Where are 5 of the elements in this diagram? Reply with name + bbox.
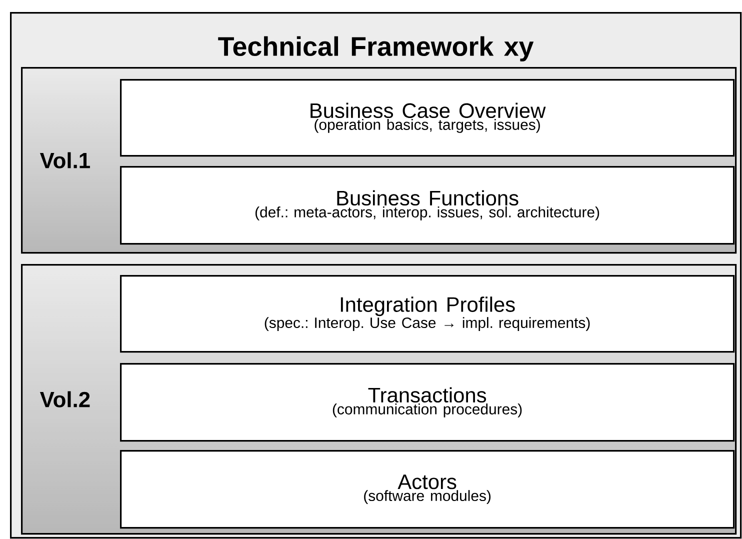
section-box: Business Case Overview (operation basics, targets, issues) <box>120 79 735 157</box>
section-box: Business Functions (def.: meta-actors, interop. issues, sol. architecture) <box>120 166 735 245</box>
section-box: Integration Profiles (spec.: Interop. Use Case → impl. requirements) <box>120 275 735 353</box>
section-box: Transactions (communication procedures) <box>120 363 735 442</box>
section-box: Actors (software modules) <box>120 450 735 529</box>
